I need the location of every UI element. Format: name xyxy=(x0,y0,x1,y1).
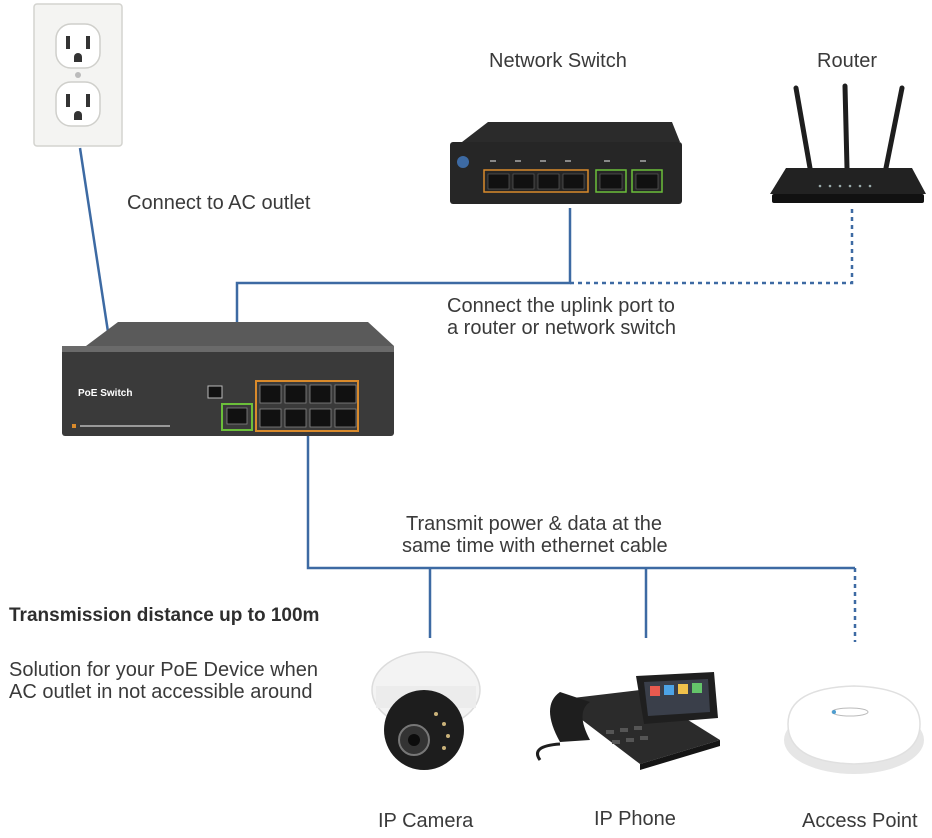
uplink-label-line2: a router or network switch xyxy=(447,317,676,339)
ip-camera-label: IP Camera xyxy=(378,810,474,832)
network-switch-label: Network Switch xyxy=(489,50,627,72)
ip-camera-icon xyxy=(371,651,481,770)
poe-switch-icon: PoE Switch xyxy=(62,322,394,436)
router-icon xyxy=(770,83,926,203)
ac-outlet-icon xyxy=(33,3,123,147)
access-point-label: Access Point xyxy=(802,810,918,832)
solution-text-line2: AC outlet in not accessible around xyxy=(9,681,313,703)
ip-phone-icon xyxy=(536,672,720,770)
poe-bus-cable xyxy=(306,432,855,570)
router-label: Router xyxy=(817,50,878,72)
poe-switch-label: PoE Switch xyxy=(78,388,132,399)
network-switch-icon xyxy=(450,122,682,204)
ip-phone-label: IP Phone xyxy=(594,808,676,830)
transmit-label-line1: Transmit power & data at the xyxy=(406,513,663,535)
router-optional-cable xyxy=(570,205,854,285)
uplink-label-line1: Connect the uplink port to xyxy=(447,295,675,317)
distance-heading: Transmission distance up to 100m xyxy=(9,605,320,626)
power-cable xyxy=(78,147,112,346)
access-point-icon xyxy=(784,685,924,774)
transmit-label-line2: same time with ethernet cable xyxy=(402,535,668,557)
solution-text-line1: Solution for your PoE Device when xyxy=(9,659,319,681)
ac-outlet-label: Connect to AC outlet xyxy=(127,192,311,214)
